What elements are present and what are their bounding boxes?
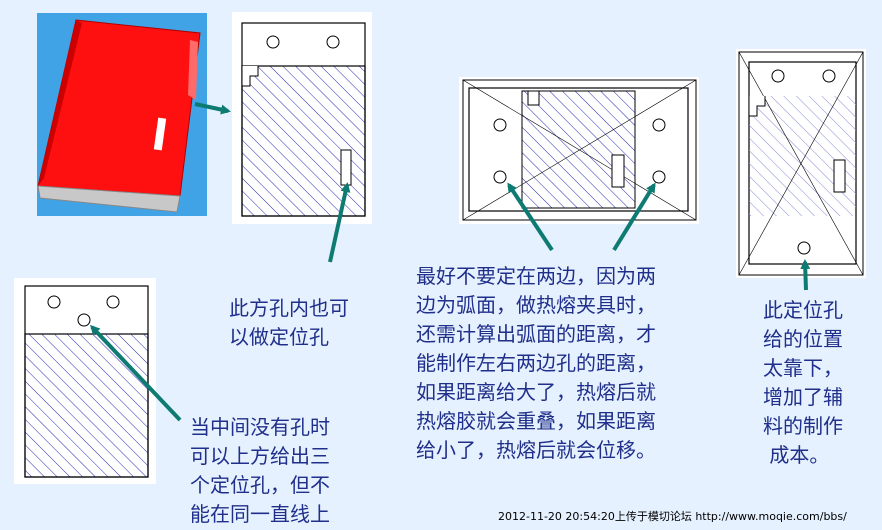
note-line: 以做定位孔 [229,325,329,349]
locating-hole-left [47,295,61,309]
note-line: 此方孔内也可 [229,296,349,320]
locating-hole-right [106,295,120,309]
arrow-render-to-layout [194,102,231,115]
phone-3d-render [37,13,207,216]
note-line: 给的位置 [763,327,843,351]
note-line: 如果距离给大了，热熔后就 [416,380,656,404]
note-line: 料的制作 [763,414,843,438]
note-middle-hole: 当中间没有孔时 可以上方给出三 个定位孔，但不 能在同一直线上 [190,413,330,529]
locating-hole-middle [77,313,91,327]
note-square-hole: 此方孔内也可 以做定位孔 [229,294,349,352]
square-hole [340,149,352,186]
note-sides: 最好不要定在两边，因为两 边为弧面，做热熔夹具时， 还需计算出弧面的距离，才 能… [416,262,656,465]
locating-hole-right [326,35,340,49]
arrow-bottom-hole [800,259,811,291]
note-line: 太靠下， [763,356,843,380]
square-hole [833,159,846,193]
note-line: 边为弧面，做热熔夹具时， [416,293,656,317]
note-line: 给小了，热熔后就会位移。 [416,438,656,462]
note-line: 最好不要定在两边，因为两 [416,264,656,288]
upload-stamp: 2012-11-20 20:54:20上传于模切论坛 http://www.mo… [498,510,847,523]
layout-panel-2 [14,278,156,484]
note-line: 热熔胶就会重叠，如果距离 [416,409,656,433]
layout-panel-4 [736,49,866,278]
locating-hole-bottom [797,241,811,255]
note-line: 能制作左右两边孔的距离， [416,351,656,375]
square-hole [611,154,625,188]
note-line: 可以上方给出三 [190,444,330,468]
layout-panel-1 [232,12,372,224]
note-line: 成本。 [763,443,830,467]
layout-panel-3 [459,77,699,224]
note-line: 个定位孔，但不 [190,473,330,497]
note-line: 还需计算出弧面的距离，才 [416,322,656,346]
arrow-middle-hole [89,324,182,422]
note-too-low: 此定位孔 给的位置 太靠下， 增加了辅 料的制作 成本。 [763,296,843,470]
arrows [89,102,811,422]
note-line: 当中间没有孔时 [190,415,330,439]
arrow-square-hole [328,182,351,263]
note-line: 此定位孔 [763,298,843,322]
note-line: 能在同一直线上 [190,502,330,526]
arrow-left-hole [507,182,554,252]
note-line: 增加了辅 [763,385,843,409]
locating-hole-left [266,35,280,49]
phone-slot [153,117,167,151]
arrow-right-hole [612,182,656,252]
